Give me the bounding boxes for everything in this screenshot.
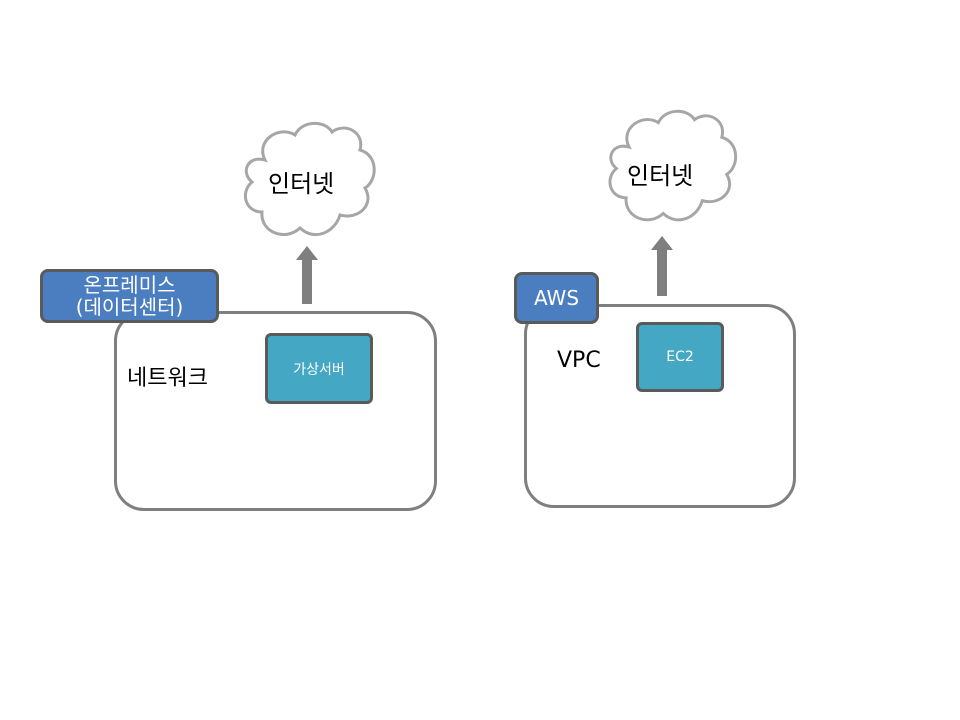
left-up-arrow <box>296 246 318 304</box>
right-internet-cloud <box>608 109 738 222</box>
right-network-label: VPC <box>557 348 601 373</box>
on-premise-tag-line1: 온프레미스 <box>83 273 176 297</box>
virtual-server-node: 가상서버 <box>265 333 373 404</box>
left-internet-label: 인터넷 <box>268 170 335 198</box>
left-network-label: 네트워크 <box>127 366 208 391</box>
right-internet-label: 인터넷 <box>627 162 694 190</box>
aws-tag: AWS <box>514 272 599 324</box>
on-premise-tag: 온프레미스 (데이터센터) <box>40 269 219 323</box>
on-premise-tag-line2: (데이터센터) <box>75 295 184 319</box>
left-internet-cloud <box>243 121 376 237</box>
right-vpc-box <box>524 304 796 508</box>
right-up-arrow <box>651 236 673 296</box>
ec2-node: EC2 <box>636 322 724 392</box>
